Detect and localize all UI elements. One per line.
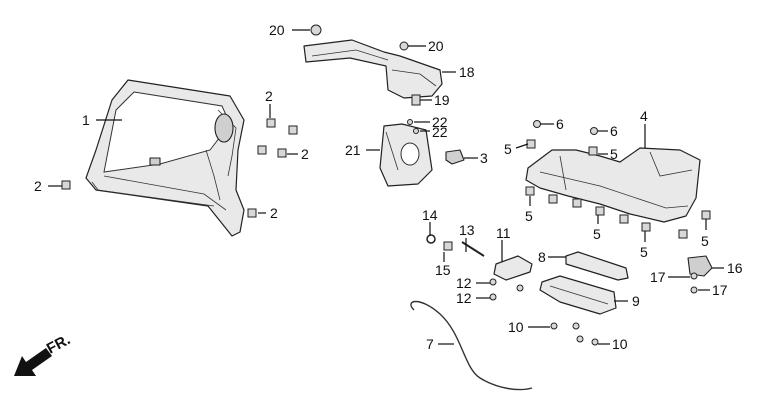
part-9-rail [539,275,617,315]
front-direction-indicator: FR. [14,331,73,376]
part-13-rod [461,241,485,257]
callout-3: 3 [480,150,488,166]
callout-20: 20 [269,22,285,38]
part-1-inner-panel [85,79,245,237]
part-4-tray [525,147,701,223]
part-7-cable [410,300,533,391]
part-21-cover [379,123,433,187]
hardware-clips [61,24,711,346]
callout-4: 4 [640,108,648,124]
callout-10: 10 [508,319,524,335]
callout-16: 16 [727,260,743,276]
callout-12: 12 [456,290,472,306]
callout-12: 12 [456,275,472,291]
part-8-rail [565,251,629,281]
callout-5: 5 [525,208,533,224]
callout-5: 5 [701,233,709,249]
callout-8: 8 [538,249,546,265]
callout-5: 5 [610,146,618,162]
callout-5: 5 [640,244,648,260]
callout-17: 17 [712,282,728,298]
callout-10: 10 [612,336,628,352]
callout-20: 20 [428,38,444,54]
callout-2: 2 [34,178,42,194]
callout-22: 22 [432,124,448,140]
callout-13: 13 [459,222,475,238]
part-16-lock [687,255,713,277]
part-3-connector [445,149,465,165]
callout-18: 18 [459,64,475,80]
callout-2: 2 [265,88,273,104]
callout-numbers: 1 2 2 2 2 2 3 4 5 5 5 5 5 5 5 6 6 7 8 9 … [34,22,743,352]
callout-22: 22 [432,114,448,130]
callout-2: 2 [301,146,309,162]
callout-7: 7 [426,336,434,352]
front-arrow-icon [14,348,52,376]
callout-1: 1 [82,112,90,128]
callout-19: 19 [434,92,450,108]
callout-2: 2 [270,205,278,221]
callout-6: 6 [556,116,564,132]
callout-15: 15 [435,262,451,278]
callout-11: 11 [496,225,511,241]
callout-6: 6 [610,123,618,139]
callout-14: 14 [422,207,438,223]
callout-21: 21 [345,142,361,158]
part-11-latch [493,255,533,281]
callout-9: 9 [632,293,640,309]
callout-5: 5 [504,141,512,157]
callout-5: 5 [593,226,601,242]
part-18-upper-bracket [303,39,443,99]
callout-17: 17 [650,269,666,285]
leader-lines [48,29,724,345]
